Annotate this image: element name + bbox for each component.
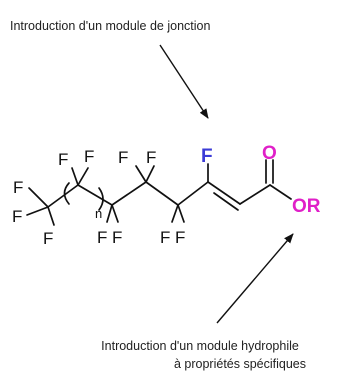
- caption-junction-module: Introduction d'un module de jonction: [10, 19, 210, 33]
- fluorine-label: F: [43, 229, 53, 248]
- repeat-index: n: [95, 206, 102, 221]
- caption-hydrophilic-module-line1: Introduction d'un module hydrophile: [101, 339, 299, 353]
- fluorine-label: F: [58, 150, 68, 169]
- fluorine-label: F: [175, 228, 185, 247]
- junction-arrow: [159, 44, 209, 119]
- fluorine-label: F: [97, 228, 107, 247]
- fluorine-label: F: [146, 148, 156, 167]
- ester-group: OR: [292, 196, 321, 217]
- fluorine-label: F: [13, 178, 23, 197]
- caption-hydrophilic-module-line2: à propriétés spécifiques: [174, 357, 306, 371]
- fluorine-label: F: [112, 228, 122, 247]
- fluorine-label: F: [12, 207, 22, 226]
- junction-fluorine: F: [201, 146, 213, 167]
- hydrophilic-arrow: [216, 233, 294, 324]
- carbon-skeleton: [26, 159, 292, 226]
- fluorine-label: F: [160, 228, 170, 247]
- fluorine-atoms: F F F F F F F F F F F: [12, 147, 185, 248]
- fluorine-label: F: [118, 148, 128, 167]
- carbonyl-oxygen: O: [262, 143, 277, 164]
- fluorine-label: F: [84, 147, 94, 166]
